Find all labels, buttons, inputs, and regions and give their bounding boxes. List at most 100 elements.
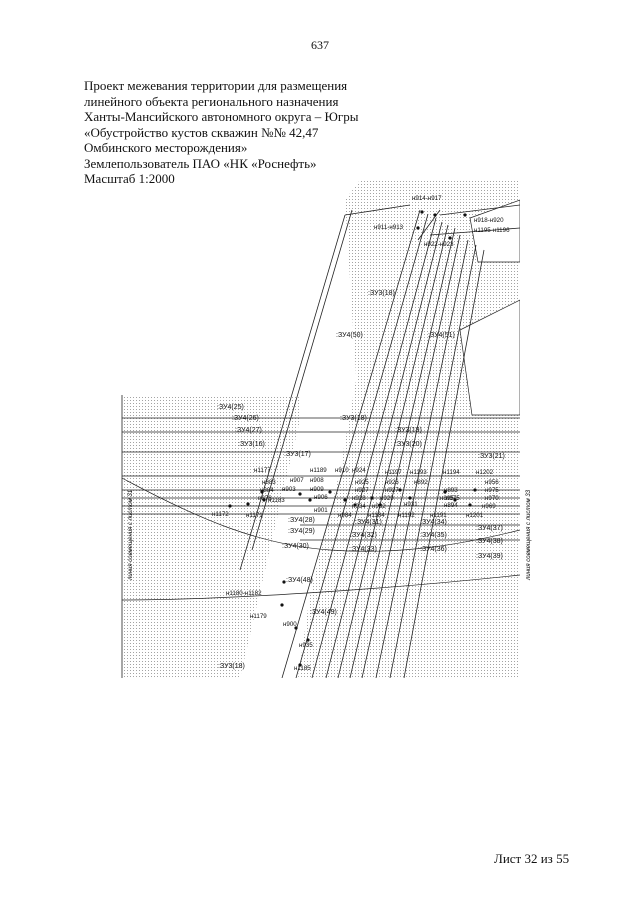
- point-label: н927: [385, 487, 399, 494]
- point-label: н1197: [385, 469, 402, 476]
- white-parcel: [459, 299, 520, 416]
- dotted-area: [122, 395, 300, 678]
- point-label: н914-н917: [412, 195, 442, 202]
- parcel-label: :ЗУ4(28): [288, 517, 315, 524]
- parcel-label: :ЗУ3(20): [395, 441, 422, 448]
- point-label: н907: [290, 477, 304, 484]
- horizontal-lines: [122, 417, 520, 601]
- title-line: Ханты-Мансийского автономного округа – Ю…: [84, 109, 359, 124]
- point-label: н1202: [476, 469, 494, 476]
- point-label: н1185: [294, 665, 311, 672]
- point-label: н1191: [430, 512, 447, 519]
- point-label: н895: [440, 495, 454, 502]
- white-parcel: [240, 420, 335, 678]
- point-label: н924: [352, 467, 366, 474]
- point-label: н932: [372, 503, 386, 510]
- point-label: н969: [482, 503, 496, 510]
- parcel-label: :ЗУ3(18): [340, 415, 367, 422]
- parcel-label: :ЗУ4(30): [282, 543, 309, 550]
- parcel-label: :ЗУ3(16): [238, 441, 265, 448]
- point-label: н883: [262, 479, 276, 486]
- document-title: Проект межевания территории для размещен…: [84, 78, 404, 187]
- point-label: н935: [299, 642, 313, 649]
- point-label: н1180-н1182: [226, 590, 262, 597]
- point-label: н910: [335, 467, 349, 474]
- point-label: н925: [355, 479, 369, 486]
- title-line: Землепользователь ПАО «НК «Роснефть»: [84, 155, 317, 171]
- point-label: н926: [385, 479, 399, 486]
- page-number: 637: [311, 38, 329, 52]
- parcel-label: :ЗУ4(29): [288, 528, 315, 535]
- title-line: линейного объекта регионального назначен…: [84, 93, 339, 109]
- point-label: н894: [444, 502, 458, 509]
- parcel-label: :ЗУ3(18): [218, 663, 245, 670]
- point-label: н956: [485, 479, 499, 486]
- parcel-label: :ЗУ4(36): [420, 546, 447, 553]
- point-label: н893: [444, 487, 458, 494]
- side-label-right: линия совмещения с листом 33: [526, 489, 532, 581]
- point-label: н1172: [212, 511, 229, 518]
- parcel-label: :ЗУ4(51): [428, 332, 455, 339]
- parcel-label: :ЗУ3(19): [395, 427, 422, 434]
- point-label: н1192: [398, 512, 415, 519]
- point-label: н970: [485, 495, 499, 502]
- parcel-label: :ЗУ4(31): [355, 519, 382, 526]
- point-label: н901: [314, 507, 328, 514]
- point-label: н931: [404, 501, 418, 508]
- point-label: н984: [338, 512, 352, 519]
- point-label: н918-н920: [474, 217, 504, 224]
- point-label: н900: [283, 621, 297, 628]
- parcel-label: :ЗУ4(37): [476, 525, 503, 532]
- point-label: н903: [282, 486, 296, 493]
- point-label: н906: [314, 494, 328, 501]
- point-label: н929: [380, 495, 394, 502]
- point-label: н975: [485, 487, 499, 494]
- parcel-label: :ЗУ4(50): [336, 332, 363, 339]
- point-label: н892: [414, 479, 428, 486]
- dotted-area: [290, 218, 470, 678]
- parcel-label: :ЗУ4(35): [420, 532, 447, 539]
- parcel-label: :ЗУ4(49): [310, 609, 337, 616]
- point-label: н975: [446, 495, 460, 502]
- point-label: н911-н913: [374, 224, 404, 231]
- title-line: Проект межевания территории для размещен…: [84, 78, 348, 93]
- parcel-label: :ЗУ4(25): [217, 404, 244, 411]
- parcel-label: :ЗУ4(32): [350, 532, 377, 539]
- point-label: н1171: [246, 512, 263, 519]
- parcel-label: :ЗУ4(38): [476, 538, 503, 545]
- point-label: н1179: [250, 613, 267, 620]
- point-labels: н914-н917 н918-н920 н1195-н1196 н911-н91…: [212, 195, 510, 672]
- point-label: н1194: [443, 469, 460, 476]
- parcel-label: :ЗУ4(33): [350, 546, 377, 553]
- point-label: н1189: [310, 467, 327, 474]
- point-label: н1193: [410, 469, 427, 476]
- point-label: н908: [310, 477, 324, 484]
- title-line: «Обустройство кустов скважин №№ 42,47: [84, 124, 319, 140]
- parcel-label: :ЗУ3(18): [368, 290, 395, 297]
- point-label: н876: [258, 495, 272, 502]
- sheet-number: Лист 32 из 55: [494, 851, 570, 866]
- side-label-left: линия совмещения с листом 31: [128, 490, 134, 581]
- map-drawing: [122, 180, 520, 678]
- parcel-labels: :ЗУ3(18) :ЗУ4(50) :ЗУ4(51) :ЗУ4(25) :ЗУ4…: [217, 290, 505, 670]
- point-label: н934: [352, 503, 366, 510]
- parcel-label: :ЗУ3(21): [478, 453, 505, 460]
- point-label: н1201: [466, 512, 484, 519]
- point-label: н928: [352, 495, 366, 502]
- point-label: н1183: [268, 497, 285, 504]
- point-label: н1177: [254, 467, 271, 474]
- parcel-label: :ЗУ4(34): [420, 519, 447, 526]
- point-label: н1195-н1196: [474, 227, 510, 234]
- parcel-label: :ЗУ4(39): [476, 553, 503, 560]
- parcel-label: :ЗУ3(17): [284, 451, 311, 458]
- point-label: н884: [260, 487, 274, 494]
- boundary-points: [228, 210, 477, 667]
- parcel-label: :ЗУ4(27): [235, 427, 262, 434]
- point-label: н909: [310, 486, 324, 493]
- title-line: Омбинского месторождения»: [84, 140, 248, 155]
- point-label: н1184: [368, 512, 385, 519]
- corridor-lines: [239, 204, 520, 678]
- point-label: н927: [355, 487, 369, 494]
- title-line: Масштаб 1:2000: [84, 171, 175, 186]
